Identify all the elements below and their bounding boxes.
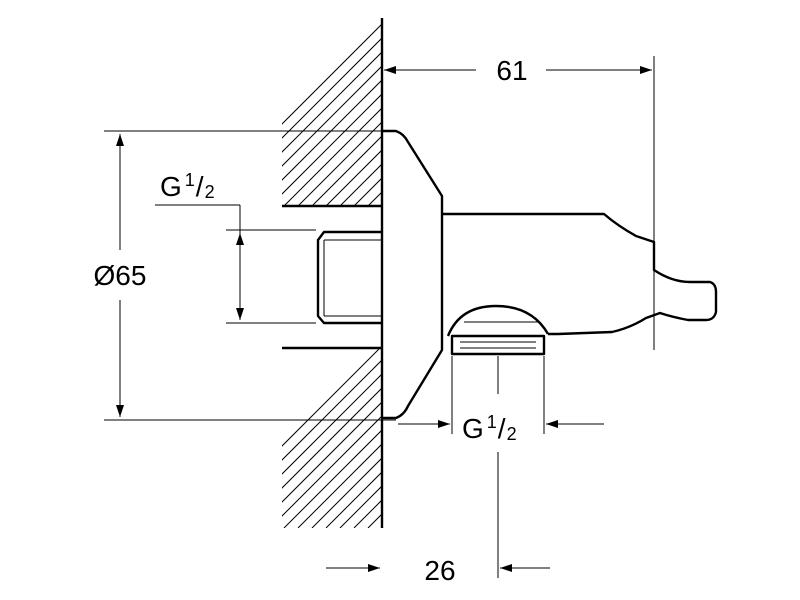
dimension-depth-label: 61	[496, 55, 527, 86]
hatch-line	[367, 513, 382, 528]
hatch-line	[325, 149, 382, 206]
hatch-line	[367, 191, 382, 206]
hatch-line	[396, 18, 584, 206]
rosette-flange	[382, 129, 444, 420]
hatch-line	[396, 348, 576, 528]
hatch-line	[494, 348, 674, 528]
hatch-line	[282, 387, 382, 489]
dimension-depth: 61	[384, 55, 655, 350]
hatch-line	[297, 443, 382, 528]
dimension-diameter: Ø65	[94, 130, 396, 421]
hatch-line	[311, 457, 382, 528]
hatch-line	[339, 485, 382, 528]
hatch-line	[283, 429, 382, 528]
hatch-line	[466, 18, 654, 206]
hatch-line	[438, 18, 626, 206]
dimension-diameter-label: Ø65	[94, 260, 147, 291]
inlet-thread	[316, 230, 382, 325]
hatch-line	[381, 205, 382, 206]
hatch-line	[282, 415, 382, 517]
hatch-line	[282, 373, 382, 475]
hatch-line	[325, 471, 382, 528]
hatch-line	[311, 135, 382, 206]
hatch-line	[283, 107, 382, 206]
dimension-wall-offset: 26	[326, 452, 550, 586]
hatch-line	[410, 18, 598, 206]
dimension-wall-offset-label: 26	[424, 555, 455, 586]
hatch-line	[508, 348, 688, 528]
outlet-body	[442, 212, 718, 336]
hatch-line	[466, 348, 646, 528]
hatch-line	[282, 348, 381, 447]
hatch-line	[339, 163, 382, 206]
hatch-line	[480, 18, 668, 206]
outlet-nozzle	[446, 304, 550, 356]
wall-hatch-top	[282, 18, 696, 206]
hatch-line	[424, 18, 612, 206]
hatch-line	[508, 18, 696, 206]
hatch-line	[452, 18, 640, 206]
hatch-line	[282, 359, 382, 461]
hatch-line	[282, 37, 382, 139]
hatch-line	[282, 79, 382, 181]
wall-hatch-bottom	[282, 348, 688, 528]
hatch-line	[282, 93, 382, 195]
hatch-line	[282, 51, 382, 153]
hatch-line	[297, 121, 382, 206]
hatch-line	[282, 65, 382, 167]
hatch-line	[282, 401, 382, 503]
hatch-line	[282, 23, 382, 125]
